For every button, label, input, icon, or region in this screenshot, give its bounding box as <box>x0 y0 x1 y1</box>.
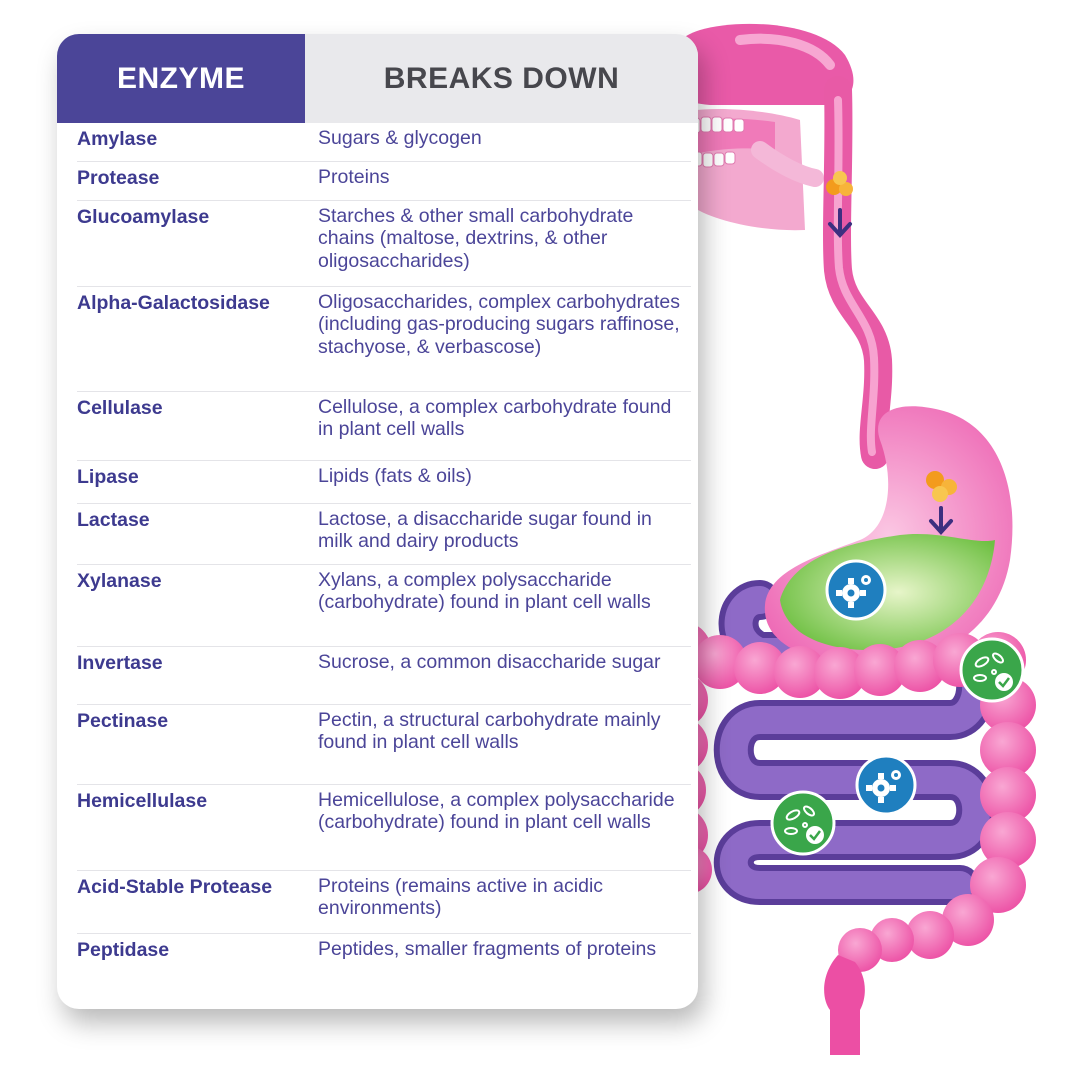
breaks-down-text: Xylans, a complex polysaccharide (carboh… <box>318 569 651 614</box>
enzyme-name: Hemicellulase <box>77 790 208 812</box>
food-particle-icon <box>926 471 957 502</box>
enzyme-name: Lipase <box>77 466 139 488</box>
bacteria-check-icon <box>959 637 1025 703</box>
down-arrow-icon <box>828 208 852 238</box>
breaks-down-text: Lipids (fats & oils) <box>318 465 472 487</box>
enzyme-name: Xylanase <box>77 570 162 592</box>
stomach <box>764 406 1013 666</box>
enzyme-name: Alpha-Galactosidase <box>77 292 270 314</box>
enzyme-name: Glucoamylase <box>77 206 210 228</box>
food-particle-icon <box>826 171 853 196</box>
breaks-down-text: Sucrose, a common disaccharide sugar <box>318 651 661 673</box>
enzyme-name: Protease <box>77 167 160 189</box>
header-enzyme: ENZYME <box>57 34 305 123</box>
breaks-down-text: Pectin, a structural carbohydrate mainly… <box>318 709 661 754</box>
head-illustration <box>659 23 854 231</box>
breaks-down-text: Hemicellulose, a complex polysaccharide … <box>318 789 675 834</box>
table-row: Invertase Sucrose, a common disaccharide… <box>77 647 691 705</box>
gear-icon <box>825 559 887 621</box>
enzyme-name: Acid-Stable Protease <box>77 876 273 898</box>
enzyme-name: Amylase <box>77 128 158 150</box>
breaks-down-text: Sugars & glycogen <box>318 127 482 149</box>
breaks-down-text: Proteins (remains active in acidic envir… <box>318 875 604 920</box>
table-row: Xylanase Xylans, a complex polysaccharid… <box>77 565 691 647</box>
table-row: Lipase Lipids (fats & oils) <box>77 461 691 504</box>
table-row: Protease Proteins <box>77 162 691 201</box>
breaks-down-text: Oligosaccharides, complex carbohydrates … <box>318 291 681 358</box>
breaks-down-text: Peptides, smaller fragments of proteins <box>318 938 657 960</box>
table-row: Amylase Sugars & glycogen <box>77 123 691 162</box>
table-row: Pectinase Pectin, a structural carbohydr… <box>77 705 691 785</box>
enzyme-name: Invertase <box>77 652 163 674</box>
enzyme-name: Cellulase <box>77 397 163 419</box>
breaks-down-text: Starches & other small carbohydrate chai… <box>318 205 634 272</box>
enzyme-name: Pectinase <box>77 710 169 732</box>
table-row: Lactase Lactose, a disaccharide sugar fo… <box>77 504 691 565</box>
table-row: Acid-Stable Protease Proteins (remains a… <box>77 871 691 934</box>
bacteria-check-icon <box>770 790 836 856</box>
down-arrow-icon <box>929 506 953 535</box>
table-row: Cellulase Cellulose, a complex carbohydr… <box>77 392 691 461</box>
enzyme-name: Peptidase <box>77 939 170 961</box>
enzyme-name: Lactase <box>77 509 150 531</box>
table-row: Alpha-Galactosidase Oligosaccharides, co… <box>77 287 691 392</box>
gear-icon <box>855 754 917 816</box>
header-breaks-down: BREAKS DOWN <box>305 34 698 123</box>
table-row: Glucoamylase Starches & other small carb… <box>77 201 691 287</box>
rectum <box>824 955 865 1055</box>
enzyme-table-card: ENZYME BREAKS DOWN Amylase Sugars & glyc… <box>57 34 698 1009</box>
breaks-down-text: Cellulose, a complex carbohydrate found … <box>318 396 672 441</box>
breaks-down-text: Proteins <box>318 166 390 188</box>
table-row: Hemicellulase Hemicellulose, a complex p… <box>77 785 691 871</box>
breaks-down-text: Lactose, a disaccharide sugar found in m… <box>318 508 652 553</box>
table-row: Peptidase Peptides, smaller fragments of… <box>77 934 691 999</box>
